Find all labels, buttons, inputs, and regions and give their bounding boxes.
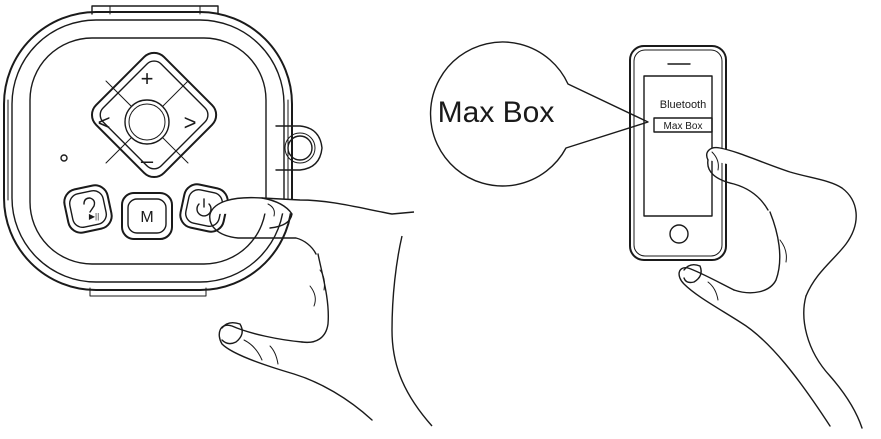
mode-button[interactable]: M <box>121 192 173 240</box>
hand-holding-phone <box>678 146 863 429</box>
status-led-indicator <box>60 154 68 162</box>
previous-track-button[interactable]: < <box>98 110 111 135</box>
smartphone: Bluetooth Max Box <box>629 45 727 261</box>
mode-button-label: M <box>140 209 153 226</box>
phone-play-icon <box>83 197 96 213</box>
speaker-body-rim <box>11 19 285 283</box>
speaker-lanyard-loop <box>275 125 323 171</box>
bluetooth-device-label: Max Box <box>664 121 703 132</box>
callout-device-name: Max Box <box>438 96 555 129</box>
phone-screen <box>643 75 713 217</box>
power-icon <box>196 203 212 217</box>
bluetooth-device-item[interactable]: Max Box <box>653 117 713 133</box>
phone-home-button[interactable] <box>669 224 689 244</box>
speaker-top-handle <box>91 5 219 15</box>
speaker-dpad[interactable]: + – < > <box>86 47 222 183</box>
speaker: + – < > ▶|| M <box>3 5 323 297</box>
speaker-face <box>29 37 267 265</box>
volume-down-button[interactable]: – <box>141 148 154 173</box>
speaker-body-outer <box>3 11 293 291</box>
call-play-button[interactable]: ▶|| <box>62 183 114 235</box>
volume-up-button[interactable]: + <box>141 66 154 91</box>
dpad-center-button[interactable] <box>124 99 170 145</box>
hand-pressing-button <box>209 196 433 427</box>
next-track-button[interactable]: > <box>184 110 197 135</box>
callout-bubble: Max Box <box>429 41 649 187</box>
svg-text:▶||: ▶|| <box>89 212 99 221</box>
bluetooth-screen-title: Bluetooth <box>660 99 706 111</box>
